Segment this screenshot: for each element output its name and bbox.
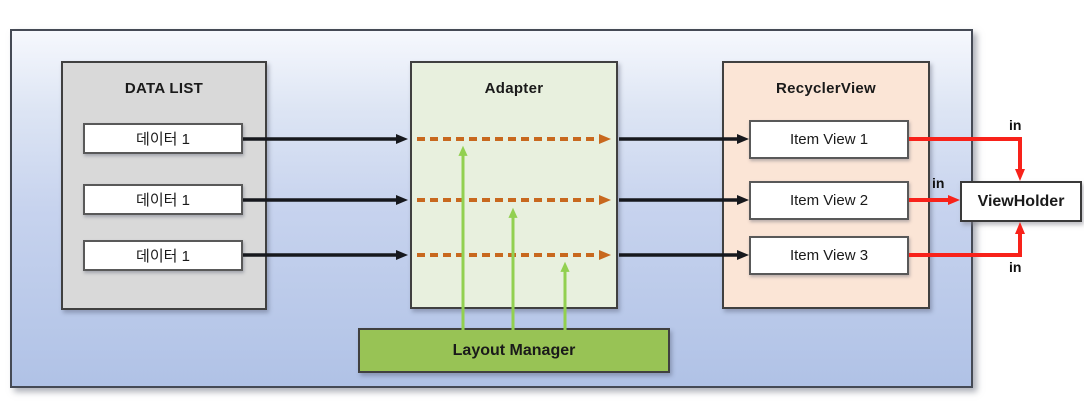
in-label-top: in	[1009, 117, 1022, 133]
recyclerview-title: RecyclerView	[775, 80, 877, 97]
layout-manager-box: Layout Manager	[358, 328, 670, 373]
in-label-middle: in	[932, 175, 945, 191]
data-item-3-label: 데이터 1	[136, 248, 190, 265]
item-view-3: Item View 3	[749, 236, 909, 275]
item-view-3-label: Item View 3	[789, 247, 869, 264]
data-item-1: 데이터 1	[83, 123, 243, 154]
data-list-title: DATA LIST	[124, 80, 204, 97]
data-item-2-label: 데이터 1	[136, 192, 190, 209]
in-label-bottom: in	[1009, 259, 1022, 275]
data-item-1-label: 데이터 1	[136, 131, 190, 148]
data-item-2: 데이터 1	[83, 184, 243, 215]
adapter-box: Adapter	[410, 61, 618, 309]
item-view-2-label: Item View 2	[789, 192, 869, 209]
data-item-3: 데이터 1	[83, 240, 243, 271]
item-view-1-label: Item View 1	[789, 131, 869, 148]
layout-manager-label: Layout Manager	[452, 341, 576, 359]
viewholder-label: ViewHolder	[977, 192, 1065, 210]
adapter-title: Adapter	[484, 80, 544, 97]
item-view-1: Item View 1	[749, 120, 909, 159]
item-view-2: Item View 2	[749, 181, 909, 220]
viewholder-box: ViewHolder	[960, 181, 1082, 222]
